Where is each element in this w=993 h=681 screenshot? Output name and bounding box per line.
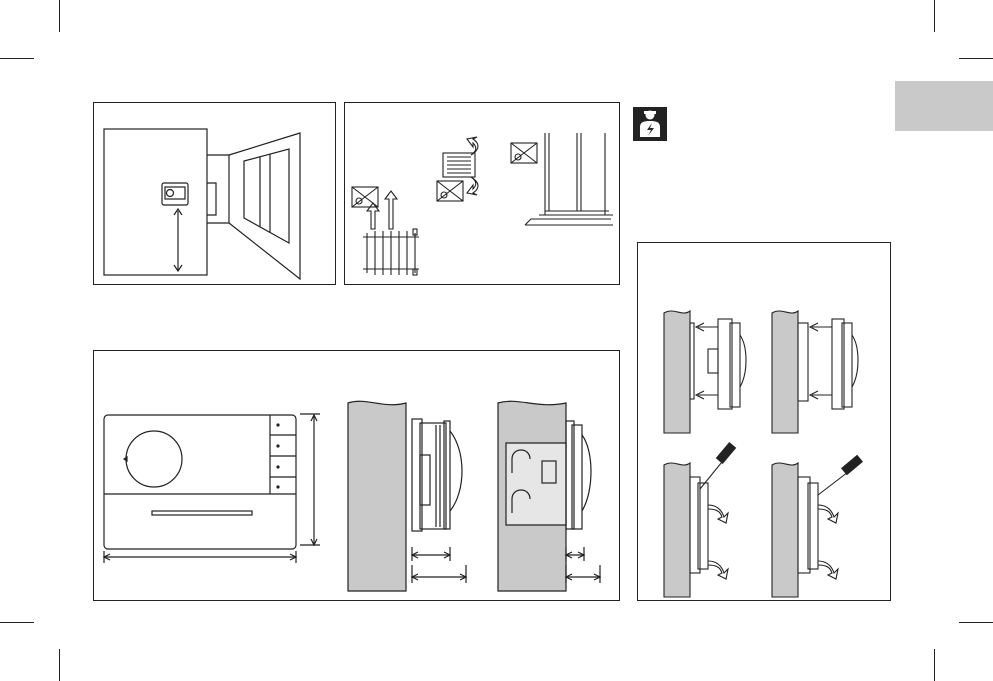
electrician-warning-icon: [633, 107, 667, 141]
crop-mark: [959, 58, 993, 59]
crop-mark: [934, 0, 935, 32]
crop-mark: [959, 622, 993, 623]
crop-mark: [0, 622, 34, 623]
wall-mounting-steps-figure: [637, 242, 891, 601]
crop-mark: [59, 649, 60, 681]
crop-mark: [59, 0, 60, 32]
crop-mark: [934, 649, 935, 681]
crop-mark: [0, 58, 34, 59]
thermostat-dimension-icon: [94, 351, 619, 600]
avoid-heat-sources-figure: [344, 102, 620, 285]
language-tab: [895, 81, 993, 131]
device-dimensions-figure: [93, 350, 620, 601]
mounting-location-figure: [93, 102, 336, 285]
radiator-window-sun-icon: [345, 103, 619, 284]
screwdriver-mounting-icon: [638, 243, 890, 600]
room-wall-placement-icon: [94, 103, 335, 284]
